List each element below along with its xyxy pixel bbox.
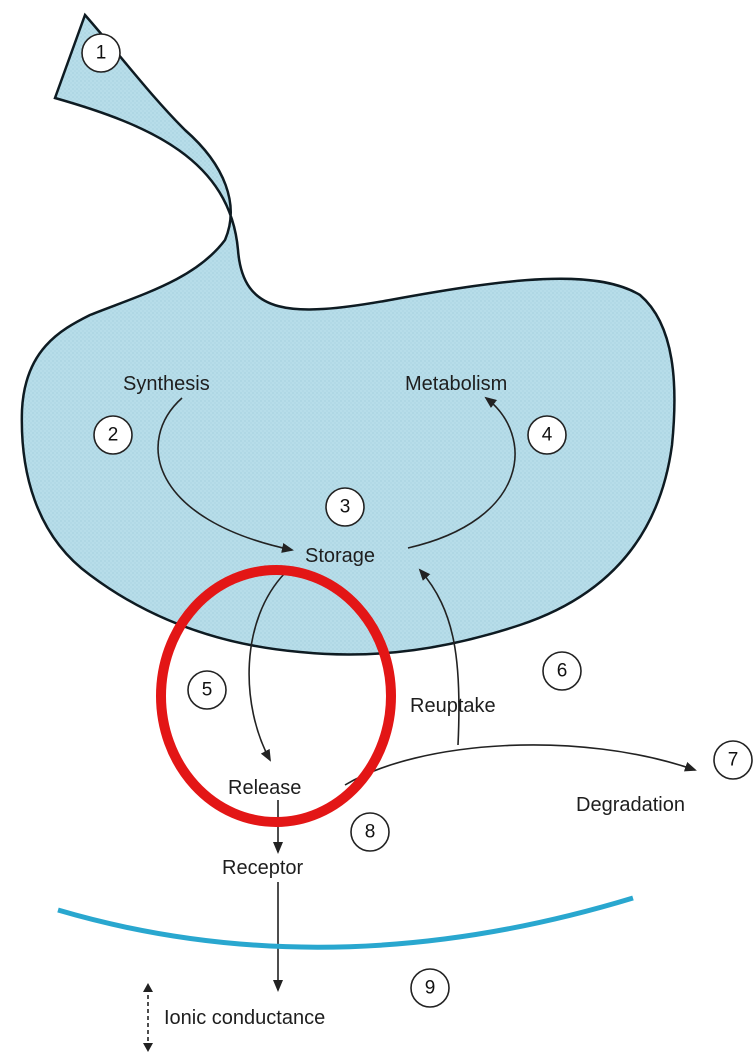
step-badge-9: 9 [411,969,449,1007]
ionic-conductance-icon [143,983,153,1052]
svg-text:5: 5 [202,680,213,701]
metabolism-label: Metabolism [405,373,507,395]
step-badge-2: 2 [94,416,132,454]
synthesis-label: Synthesis [123,373,210,395]
svg-text:9: 9 [425,978,436,999]
svg-text:1: 1 [96,43,107,64]
step-badge-1: 1 [82,34,120,72]
step-badge-6: 6 [543,652,581,690]
release-to-degradation-arrow [345,745,695,785]
svg-text:2: 2 [108,425,119,446]
step-badge-3: 3 [326,488,364,526]
svg-text:6: 6 [557,661,568,682]
svg-text:3: 3 [340,497,351,518]
step-badge-7: 7 [714,741,752,779]
degradation-label: Degradation [576,794,685,816]
svg-text:4: 4 [542,425,553,446]
release-label: Release [228,777,301,799]
storage-label: Storage [305,545,375,567]
step-badge-4: 4 [528,416,566,454]
step-badge-5: 5 [188,671,226,709]
postsynaptic-membrane [58,898,633,947]
reuptake-label: Reuptake [410,695,496,717]
ionic-conductance-label: Ionic conductance [164,1007,325,1029]
step-badge-8: 8 [351,813,389,851]
receptor-label: Receptor [222,857,303,879]
svg-text:7: 7 [728,750,739,771]
svg-text:8: 8 [365,822,376,843]
